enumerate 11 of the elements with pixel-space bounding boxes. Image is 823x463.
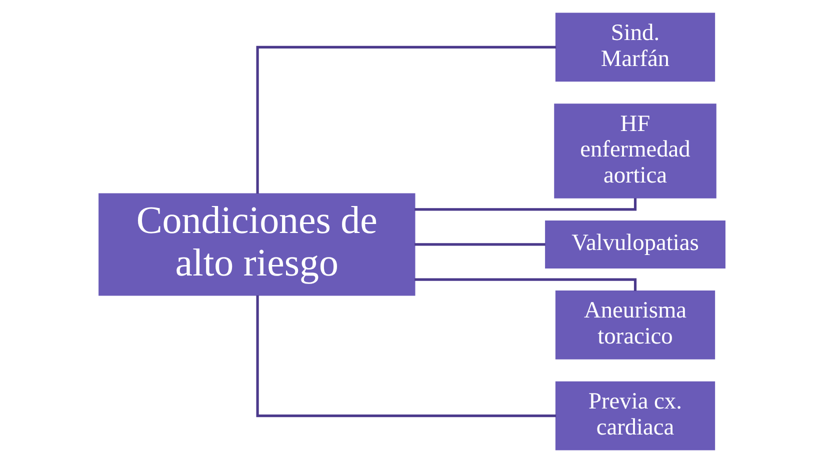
connector — [414, 243, 545, 246]
node-box: Previa cx. cardiaca — [554, 381, 715, 450]
connector — [256, 295, 556, 418]
connector — [414, 278, 636, 291]
node-box: Condiciones de alto riesgo — [98, 193, 415, 296]
node-box: Aneurisma toracico — [554, 290, 715, 360]
connector — [414, 198, 636, 211]
node-box: HF enfermedad aortica — [554, 104, 716, 198]
node-box: Valvulopatias — [544, 220, 725, 268]
connector — [256, 46, 556, 194]
node-box: Sind. Marfán — [554, 12, 715, 82]
